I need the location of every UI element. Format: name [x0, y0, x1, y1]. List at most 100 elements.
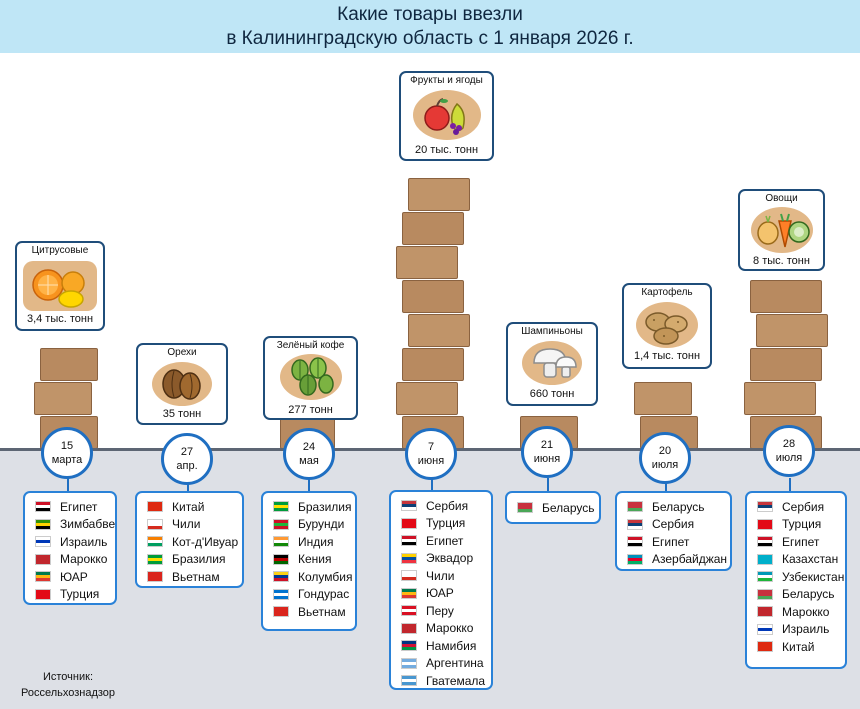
date-day: 24: [302, 441, 316, 453]
country-name: Кот-д'Ивуар: [172, 534, 239, 549]
country-name: Эквадор: [426, 551, 474, 566]
flag-icon: [147, 536, 163, 548]
country-item: Чили: [401, 567, 491, 585]
connector: [308, 478, 310, 494]
country-item: Узбекистан: [757, 568, 845, 586]
product-card-citrus: Цитрусовые 3,4 тыс. тонн: [15, 241, 105, 331]
flag-icon: [757, 606, 773, 618]
country-name: Египет: [652, 534, 690, 549]
flag-icon: [147, 571, 163, 583]
flag-icon: [757, 571, 773, 583]
cardboard-box: [396, 246, 458, 279]
country-item: Беларусь: [757, 586, 845, 604]
country-item: Бурунди: [273, 516, 355, 534]
connector: [67, 478, 69, 494]
flag-icon: [273, 501, 289, 513]
flag-icon: [757, 553, 773, 565]
country-name: ЮАР: [426, 586, 454, 601]
flag-icon: [35, 518, 51, 530]
fruits-icon: [412, 90, 481, 140]
product-value: 3,4 тыс. тонн: [26, 313, 94, 325]
country-item: Аргентина: [401, 655, 491, 673]
flag-icon: [35, 571, 51, 583]
country-item: Китай: [757, 638, 845, 656]
country-name: Намибия: [426, 638, 477, 653]
source-note: Источник: Россельхознадзор: [10, 669, 126, 701]
country-name: Беларусь: [542, 500, 595, 515]
country-item: Кения: [273, 551, 355, 569]
country-item: ЮАР: [401, 585, 491, 603]
country-item: Марокко: [401, 620, 491, 638]
country-name: Вьетнам: [172, 569, 220, 584]
date-month: июля: [775, 452, 803, 464]
country-item: Марокко: [35, 551, 115, 569]
flag-icon: [273, 571, 289, 583]
connector: [547, 478, 549, 494]
country-name: Израиль: [60, 534, 108, 549]
country-name: Вьетнам: [298, 604, 346, 619]
vegetables-icon: [750, 207, 813, 253]
country-item: Кот-д'Ивуар: [147, 533, 242, 551]
cardboard-box: [402, 280, 464, 313]
flag-icon: [401, 587, 417, 599]
country-name: Египет: [426, 533, 464, 548]
country-name: Узбекистан: [782, 569, 845, 584]
country-name: Бразилия: [298, 499, 352, 514]
country-item: Израиль: [35, 533, 115, 551]
connector: [789, 478, 791, 494]
product-name: Зелёный кофе: [276, 340, 345, 351]
country-name: Сербия: [652, 517, 695, 532]
country-item: Вьетнам: [273, 603, 355, 621]
flag-icon: [757, 623, 773, 635]
title-banner: Какие товары ввезли в Калининградскую об…: [0, 0, 860, 53]
cardboard-box: [408, 314, 470, 347]
country-item: Бразилия: [273, 498, 355, 516]
flag-icon: [401, 552, 417, 564]
date-month: мая: [299, 455, 319, 467]
country-name: Чили: [426, 568, 455, 583]
flag-icon: [757, 518, 773, 530]
cardboard-box: [744, 382, 816, 415]
country-name: Китай: [172, 499, 205, 514]
source-label: Источник:: [42, 671, 93, 683]
country-name: Турция: [782, 517, 822, 532]
cardboard-box: [750, 280, 822, 313]
country-name: Аргентина: [426, 656, 484, 671]
country-name: Чили: [172, 517, 201, 532]
country-item: Беларусь: [517, 499, 599, 517]
flag-icon: [401, 570, 417, 582]
date-marker: 20 июля: [639, 432, 691, 484]
flag-icon: [273, 553, 289, 565]
country-name: Индия: [298, 534, 334, 549]
date-day: 21: [540, 439, 554, 451]
source-name: Россельхознадзор: [20, 687, 116, 699]
country-item: Перу: [401, 602, 491, 620]
product-name: Картофель: [641, 287, 693, 298]
country-item: Вьетнам: [147, 568, 242, 586]
country-item: Китай: [147, 498, 242, 516]
country-item: Намибия: [401, 637, 491, 655]
product-card-coffee: Зелёный кофе 277 тонн: [263, 336, 358, 420]
country-item: Гондурас: [273, 586, 355, 604]
product-value: 660 тонн: [529, 388, 575, 400]
product-value: 1,4 тыс. тонн: [633, 350, 701, 362]
date-marker: 7 июня: [405, 428, 457, 480]
country-name: Израиль: [782, 622, 830, 637]
date-month: марта: [51, 454, 83, 466]
date-day: 28: [782, 438, 796, 450]
country-item: Турция: [757, 516, 845, 534]
country-name: Беларусь: [782, 587, 835, 602]
date-month: июня: [417, 455, 445, 467]
date-month: июля: [651, 459, 679, 471]
country-item: Бразилия: [147, 551, 242, 569]
country-name: Египет: [60, 499, 98, 514]
country-item: Беларусь: [627, 498, 730, 516]
flag-icon: [401, 605, 417, 617]
nuts-icon: [152, 362, 212, 406]
country-name: Беларусь: [652, 499, 705, 514]
